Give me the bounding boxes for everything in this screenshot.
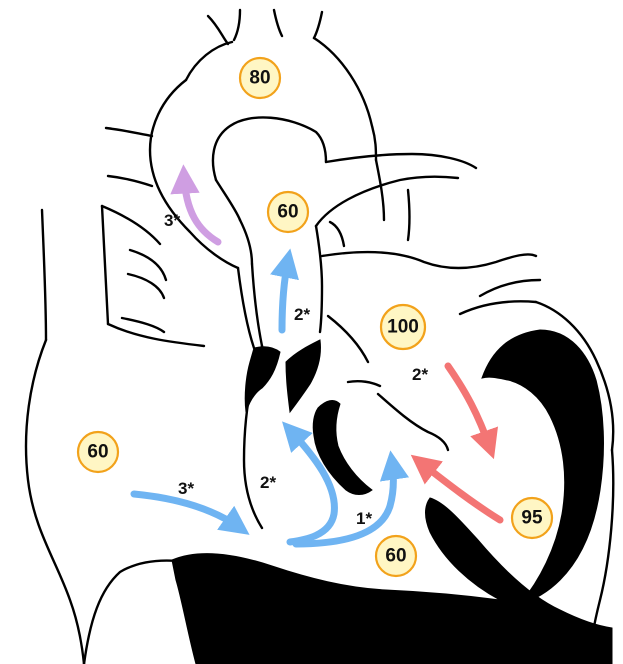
svg-text:80: 80 <box>249 68 270 89</box>
mitral-inflow-arrow <box>448 366 490 448</box>
aorta-saturation-badge: 80 <box>240 58 280 98</box>
pulmonary-outflow-label: 2* <box>294 305 310 324</box>
vena-cava-saturation-badge: 60 <box>78 432 118 472</box>
svg-text:60: 60 <box>87 442 108 463</box>
mitral-inflow-label: 2* <box>412 365 428 384</box>
svg-text:100: 100 <box>387 317 419 338</box>
venous-return-arrow <box>134 494 240 528</box>
pulmonary-outflow-arrow <box>282 260 288 330</box>
pulmonary-artery-saturation-badge: 60 <box>268 192 308 232</box>
aortic-flow-label: 3* <box>164 211 180 230</box>
left-ventricle-saturation-badge: 95 <box>512 498 552 538</box>
svg-text:95: 95 <box>521 508 543 529</box>
pulmonary-veins-saturation-badge: 100 <box>381 305 425 349</box>
svg-text:60: 60 <box>277 202 298 223</box>
right-outflow-label: 2* <box>260 473 276 492</box>
svg-text:60: 60 <box>385 546 406 567</box>
venous-return-label: 3* <box>178 479 194 498</box>
septal-shunt-label: 1* <box>356 509 372 528</box>
right-ventricle-saturation-badge: 60 <box>376 536 416 576</box>
